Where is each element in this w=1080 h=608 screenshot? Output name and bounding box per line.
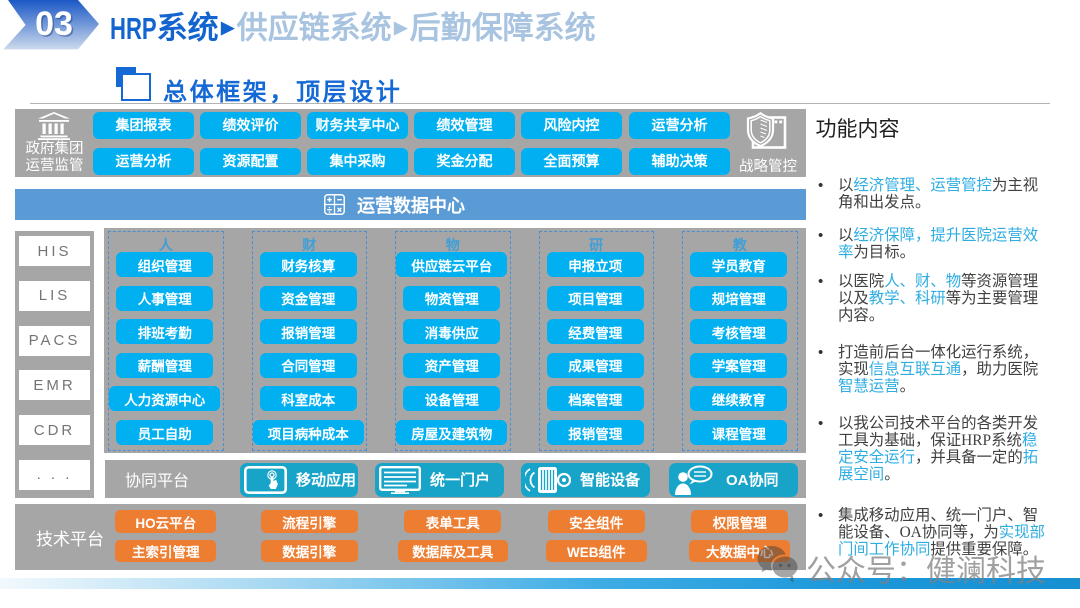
svg-text:03: 03 — [37, 7, 75, 45]
svg-text:03: 03 — [35, 5, 73, 43]
